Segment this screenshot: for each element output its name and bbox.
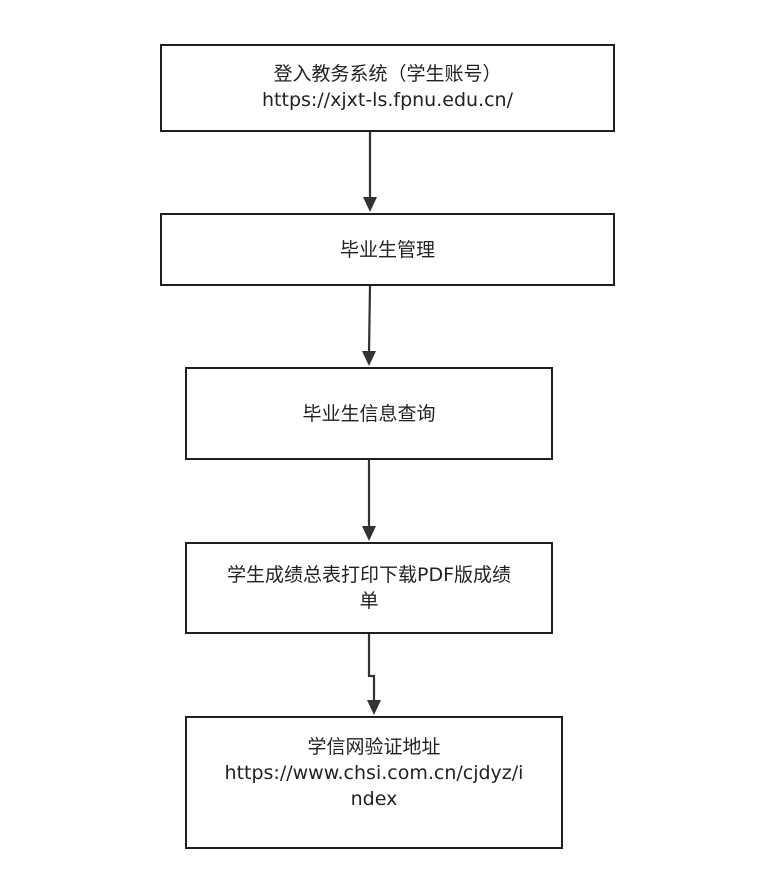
connector-graduate-management-to-info-query <box>362 285 376 366</box>
node-chsi-verify-title: 学信网验证地址 <box>307 736 441 758</box>
arrowhead-icon <box>362 526 376 541</box>
connector-info-query-to-transcript-print <box>362 460 376 541</box>
node-transcript-print-line1: 学生成绩总表打印下载PDF版成绩 <box>226 564 512 586</box>
node-graduate-info-query: 毕业生信息查询 <box>185 367 553 460</box>
node-chsi-verify-url-line2: ndex <box>350 788 398 810</box>
connector-login-to-graduate-management <box>363 132 377 212</box>
node-login-system: 登入教务系统（学生账号） https://xjxt-ls.fpnu.edu.cn… <box>160 44 615 132</box>
node-graduate-management-label: 毕业生管理 <box>339 238 435 261</box>
node-chsi-verify: 学信网验证地址 https://www.chsi.com.cn/cjdyz/i … <box>185 716 563 849</box>
connector-transcript-print-to-chsi-verify <box>367 634 381 715</box>
arrowhead-icon <box>363 197 377 212</box>
node-login-system-url: https://xjxt-ls.fpnu.edu.cn/ <box>262 89 513 111</box>
node-login-system-title: 登入教务系统（学生账号） <box>273 63 502 85</box>
node-transcript-print-line2: 单 <box>359 590 379 612</box>
node-graduate-info-query-label: 毕业生信息查询 <box>302 402 436 425</box>
arrowhead-icon <box>367 700 381 715</box>
arrowhead-icon <box>362 351 376 366</box>
node-transcript-print: 学生成绩总表打印下载PDF版成绩 单 <box>185 542 553 634</box>
node-graduate-management: 毕业生管理 <box>160 213 615 286</box>
node-chsi-verify-url-line1: https://www.chsi.com.cn/cjdyz/i <box>224 762 524 784</box>
